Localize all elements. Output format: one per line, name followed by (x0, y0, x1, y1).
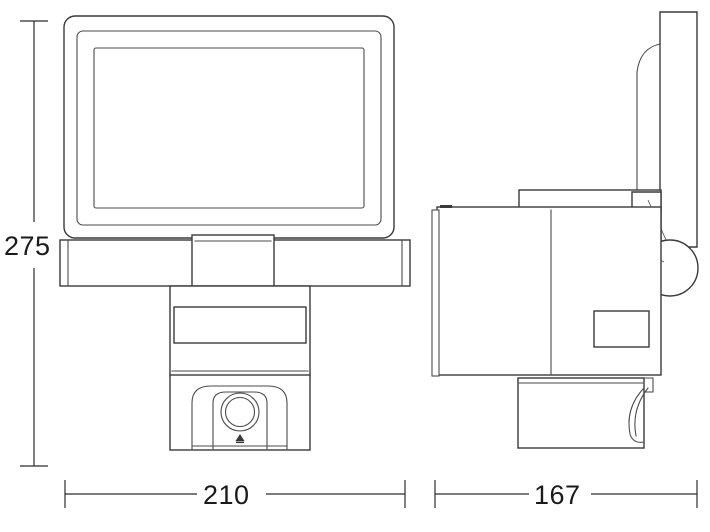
side-view (431, 11, 699, 449)
dimension-label-front-width: 210 (203, 480, 250, 510)
body-profile (436, 206, 662, 376)
camera-dome (212, 391, 268, 451)
camera-shroud (191, 385, 288, 451)
panel-lens-area (93, 47, 365, 209)
bar-center-block (191, 234, 275, 287)
dimension-height-275: 275 (4, 20, 51, 467)
base-cable-loop (628, 387, 645, 443)
detail-rectangle (593, 310, 650, 348)
base-cable-tab (643, 377, 654, 393)
sensor-housing-band (173, 306, 307, 344)
base-block (517, 377, 645, 449)
dimension-label-height: 275 (4, 231, 51, 261)
body-plate-nub (440, 205, 452, 208)
camera-lens-inner-ring (224, 396, 256, 428)
camera-indicator-base (236, 441, 244, 444)
dimension-label-side-depth: 167 (534, 480, 581, 510)
front-view (59, 15, 411, 451)
camera-indicator-icon (235, 434, 245, 441)
body-side-plate (431, 209, 440, 377)
panel-profile (659, 11, 698, 248)
panel-edge-fin (636, 43, 661, 211)
dimension-front-width-210: 210 (64, 480, 406, 510)
dimension-side-depth-167: 167 (434, 480, 698, 510)
